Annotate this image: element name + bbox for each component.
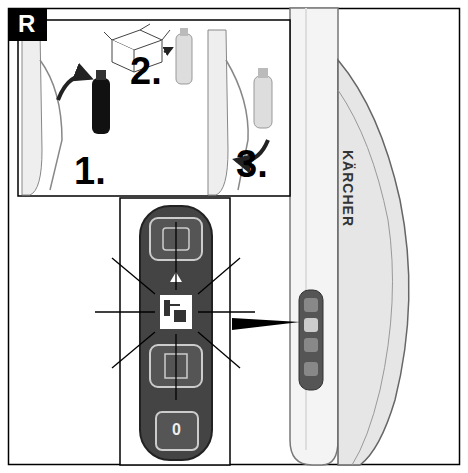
- brand-name: KÄRCHER: [341, 150, 355, 227]
- figure-letter: R: [18, 12, 35, 36]
- step-number: 2.: [130, 52, 162, 90]
- step-number: 3.: [236, 145, 268, 183]
- button-label: 0: [172, 422, 181, 438]
- step-number: 1.: [74, 152, 106, 190]
